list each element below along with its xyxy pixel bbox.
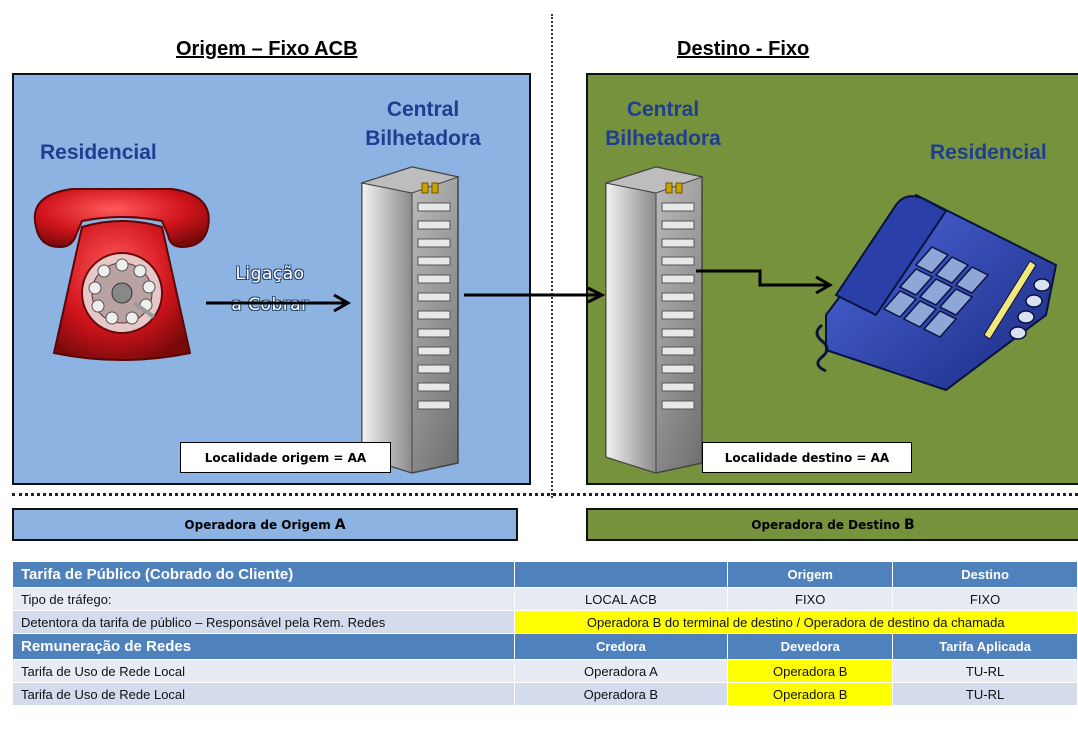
collect-call-line2: a Cobrar — [231, 295, 309, 315]
origin-server-icon — [360, 166, 460, 474]
detentora-label: Detentora da tarifa de público – Respons… — [12, 610, 515, 634]
destination-operator-bar: Operadora de Destino B — [586, 508, 1078, 541]
tarifa-header-blank — [513, 561, 729, 588]
origin-locality-box: Localidade origem = AA — [180, 442, 391, 473]
origin-central-line2: Bilhetadora — [365, 127, 481, 150]
destination-central-line2: Bilhetadora — [605, 127, 721, 150]
tipo-trafego-row: Tipo de tráfego: LOCAL ACB FIXO FIXO — [12, 587, 1078, 611]
delivery-arrow-icon — [696, 269, 834, 295]
detentora-row: Detentora da tarifa de público – Respons… — [12, 610, 1078, 634]
destination-central-line1: Central — [626, 98, 700, 121]
origin-central-line1: Central — [386, 98, 460, 121]
tarifa-header-title: Tarifa de Público (Cobrado do Cliente) — [12, 561, 515, 588]
tipo-trafego-c2: FIXO — [727, 587, 894, 611]
origin-central-label: Central Bilhetadora — [340, 95, 506, 153]
row-label: Tarifa de Uso de Rede Local — [12, 659, 515, 683]
row-credora: Operadora A — [513, 659, 729, 683]
origin-panel: Residencial Central Bilhetadora — [12, 73, 531, 485]
table-row: Tarifa de Uso de Rede Local Operadora B … — [12, 682, 1078, 706]
tarifa-header-row: Tarifa de Público (Cobrado do Cliente) O… — [12, 561, 1078, 588]
destination-panel: Central Bilhetadora Residencial — [586, 73, 1078, 485]
row-devedora: Operadora B — [727, 659, 894, 683]
remuneracao-header-row: Remuneração de Redes Credora Devedora Ta… — [12, 633, 1078, 660]
origin-operator-letter: A — [334, 516, 346, 533]
destination-residencial-label: Residencial — [930, 141, 1047, 164]
row-tarifa: TU-RL — [892, 659, 1078, 683]
red-rotary-phone-icon — [33, 188, 210, 361]
tipo-trafego-c3: FIXO — [892, 587, 1078, 611]
vertical-divider — [551, 14, 553, 498]
row-credora: Operadora B — [513, 682, 729, 706]
destination-operator-label: Operadora de Destino — [751, 517, 901, 532]
detentora-value: Operadora B do terminal de destino / Ope… — [513, 610, 1078, 634]
remuneracao-header-tarifa: Tarifa Aplicada — [892, 633, 1078, 660]
horizontal-divider — [12, 493, 1078, 496]
collect-call-label: Ligação a Cobrar — [210, 259, 330, 321]
destination-locality-box: Localidade destino = AA — [702, 442, 912, 473]
destination-central-label: Central Bilhetadora — [588, 95, 738, 153]
destination-operator-letter: B — [904, 516, 915, 533]
tarifa-header-destino: Destino — [892, 561, 1078, 588]
origin-residencial-label: Residencial — [40, 141, 157, 164]
tariff-table: Tarifa de Público (Cobrado do Cliente) O… — [12, 561, 1078, 706]
remuneracao-header-credora: Credora — [513, 633, 729, 660]
tipo-trafego-c1: LOCAL ACB — [513, 587, 729, 611]
origin-operator-bar: Operadora de Origem A — [12, 508, 518, 541]
collect-call-line1: Ligação — [235, 264, 305, 284]
call-arrow-icon — [206, 293, 352, 313]
row-devedora: Operadora B — [727, 682, 894, 706]
origin-operator-label: Operadora de Origem — [184, 517, 331, 532]
remuneracao-header-devedora: Devedora — [727, 633, 894, 660]
blue-desk-phone-icon — [815, 193, 1058, 392]
table-row: Tarifa de Uso de Rede Local Operadora A … — [12, 659, 1078, 683]
remuneracao-header-title: Remuneração de Redes — [12, 633, 515, 660]
tarifa-header-origem: Origem — [727, 561, 894, 588]
row-tarifa: TU-RL — [892, 682, 1078, 706]
inter-central-arrow-icon — [464, 286, 606, 304]
origin-heading: Origem – Fixo ACB — [176, 38, 358, 60]
tipo-trafego-label: Tipo de tráfego: — [12, 587, 515, 611]
destination-heading: Destino - Fixo — [677, 38, 810, 60]
destination-server-icon — [604, 166, 704, 474]
row-label: Tarifa de Uso de Rede Local — [12, 682, 515, 706]
